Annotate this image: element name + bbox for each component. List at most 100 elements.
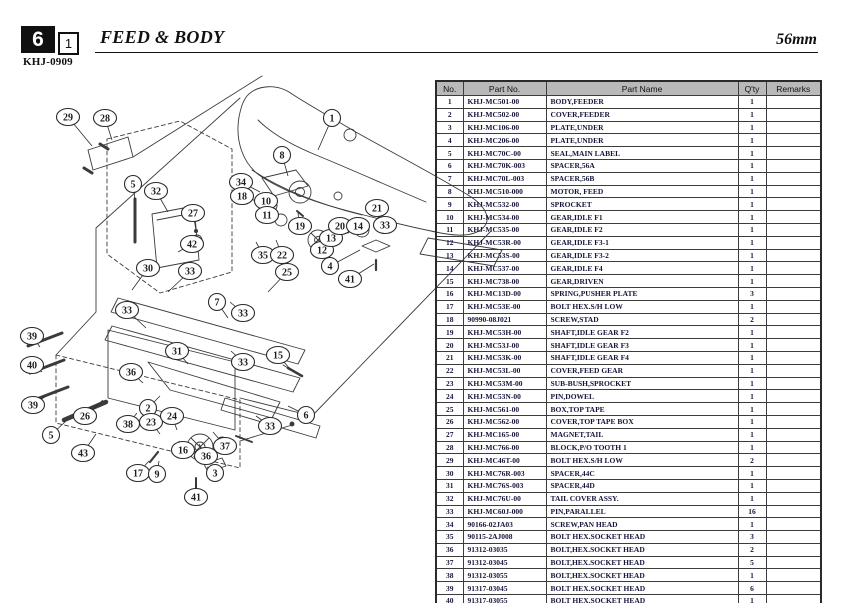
svg-text:29: 29 <box>63 112 73 123</box>
cell-part-no: KHJ-MC53K-00 <box>462 350 547 365</box>
cell-part-name: BOLT,HEX.SOCKET HEAD <box>545 568 739 583</box>
cell-qty: 3 <box>737 530 767 544</box>
cell-part-no: KHJ-MC53R-00 <box>462 235 547 250</box>
cell-no: 24 <box>435 389 464 404</box>
cell-part-no: KHJ-MC53N-00 <box>462 389 547 404</box>
cell-remarks <box>765 312 822 327</box>
cell-qty: 1 <box>737 120 767 135</box>
callout-balloon-15: 15 <box>265 345 291 370</box>
callout-balloon-33: 33 <box>255 415 283 436</box>
cell-part-no: KHJ-MC106-00 <box>462 120 547 135</box>
callout-balloon-30: 30 <box>131 258 161 291</box>
cell-qty: 1 <box>737 338 767 352</box>
cell-no: 18 <box>435 312 464 327</box>
callout-balloon-22: 22 <box>269 239 295 265</box>
cell-no: 17 <box>435 299 464 314</box>
column-header-part-name: Part Name <box>545 80 739 96</box>
cell-remarks <box>765 414 822 429</box>
column-header-qty: Q'ty <box>737 80 767 96</box>
callout-balloon-2: 2 <box>138 395 161 418</box>
callout-balloon-35: 35 <box>250 241 276 265</box>
cell-part-name: PIN,PARALLEL <box>545 504 739 519</box>
callout-balloon-21: 21 <box>364 198 390 218</box>
cell-part-name: GEAR,IDLE F4 <box>545 261 739 276</box>
cell-remarks <box>765 222 822 237</box>
section-number-box: 6 <box>21 26 55 53</box>
cell-no: 34 <box>435 517 464 532</box>
cell-qty: 1 <box>737 389 767 404</box>
cell-qty: 3 <box>737 286 767 301</box>
cell-qty: 1 <box>737 171 767 186</box>
cell-remarks <box>765 235 822 250</box>
cell-part-no: KHJ-MC510-000 <box>462 184 547 199</box>
doc-code: KHJ-0909 <box>23 56 73 68</box>
cell-remarks <box>765 568 822 583</box>
svg-text:3: 3 <box>213 468 218 479</box>
cell-no: 3 <box>435 120 464 135</box>
cell-part-no: KHJ-MC562-00 <box>462 414 547 429</box>
callout-balloon-36: 36 <box>193 443 219 466</box>
callout-balloon-16: 16 <box>170 440 196 460</box>
svg-text:10: 10 <box>261 196 271 207</box>
svg-text:33: 33 <box>185 266 195 277</box>
cell-part-name: BOLT HEX.SOCKET HEAD <box>545 581 739 596</box>
cell-part-name: SUB-BUSH,SPROCKET <box>545 376 739 391</box>
svg-text:40: 40 <box>27 360 37 371</box>
cell-qty: 1 <box>737 107 767 122</box>
cell-part-name: BODY,FEEDER <box>545 95 739 109</box>
callout-balloon-31: 31 <box>164 341 190 365</box>
cell-part-name: TAIL COVER ASSY. <box>545 491 739 506</box>
cell-qty: 1 <box>737 325 767 340</box>
cell-remarks <box>765 197 822 212</box>
cell-part-name: BOLT,HEX.SOCKET HEAD <box>545 542 739 557</box>
cell-no: 28 <box>435 440 464 455</box>
cell-qty: 1 <box>737 350 767 365</box>
callout-balloon-28: 28 <box>92 108 118 141</box>
cell-qty: 2 <box>737 542 767 557</box>
cell-part-no: KHJ-MC53J-00 <box>462 338 547 352</box>
svg-text:4: 4 <box>328 261 333 272</box>
cell-no: 30 <box>435 466 464 480</box>
cell-part-no: KHJ-MC561-00 <box>462 402 547 416</box>
callout-balloon-20: 20 <box>327 216 353 236</box>
svg-text:1: 1 <box>330 113 335 124</box>
cell-qty: 1 <box>737 158 767 173</box>
svg-text:17: 17 <box>133 468 143 479</box>
cell-remarks <box>765 299 822 314</box>
cell-part-name: PIN,DOWEL <box>545 389 739 404</box>
callout-balloon-3: 3 <box>205 463 225 483</box>
cell-no: 6 <box>435 158 464 173</box>
cell-qty: 1 <box>737 491 767 506</box>
cell-remarks <box>765 158 822 173</box>
subsection-number-box: 1 <box>58 32 79 55</box>
callout-balloon-17: 17 <box>125 460 151 483</box>
cell-no: 20 <box>435 338 464 352</box>
cell-part-name: SPACER,56A <box>545 158 739 173</box>
cell-part-name: SCREW,STAD <box>545 312 739 327</box>
cell-qty: 1 <box>737 261 767 276</box>
cell-part-name: BOLT,HEX.SOCKET HEAD <box>545 555 739 570</box>
svg-text:22: 22 <box>277 250 287 261</box>
svg-text:36: 36 <box>126 367 136 378</box>
cell-no: 37 <box>435 555 464 570</box>
cell-no: 35 <box>435 530 464 544</box>
cell-part-no: KHJ-MC738-00 <box>462 274 547 288</box>
cell-part-no: 90115-2AJ008 <box>462 530 547 544</box>
callout-balloon-26: 26 <box>72 399 104 426</box>
cell-qty: 1 <box>737 184 767 199</box>
svg-text:5: 5 <box>49 430 54 441</box>
size-label: 56mm <box>776 31 817 48</box>
cell-part-name: PLATE,UNDER <box>545 133 739 148</box>
svg-text:28: 28 <box>100 113 110 124</box>
cell-no: 19 <box>435 325 464 340</box>
cell-qty: 1 <box>737 568 767 583</box>
